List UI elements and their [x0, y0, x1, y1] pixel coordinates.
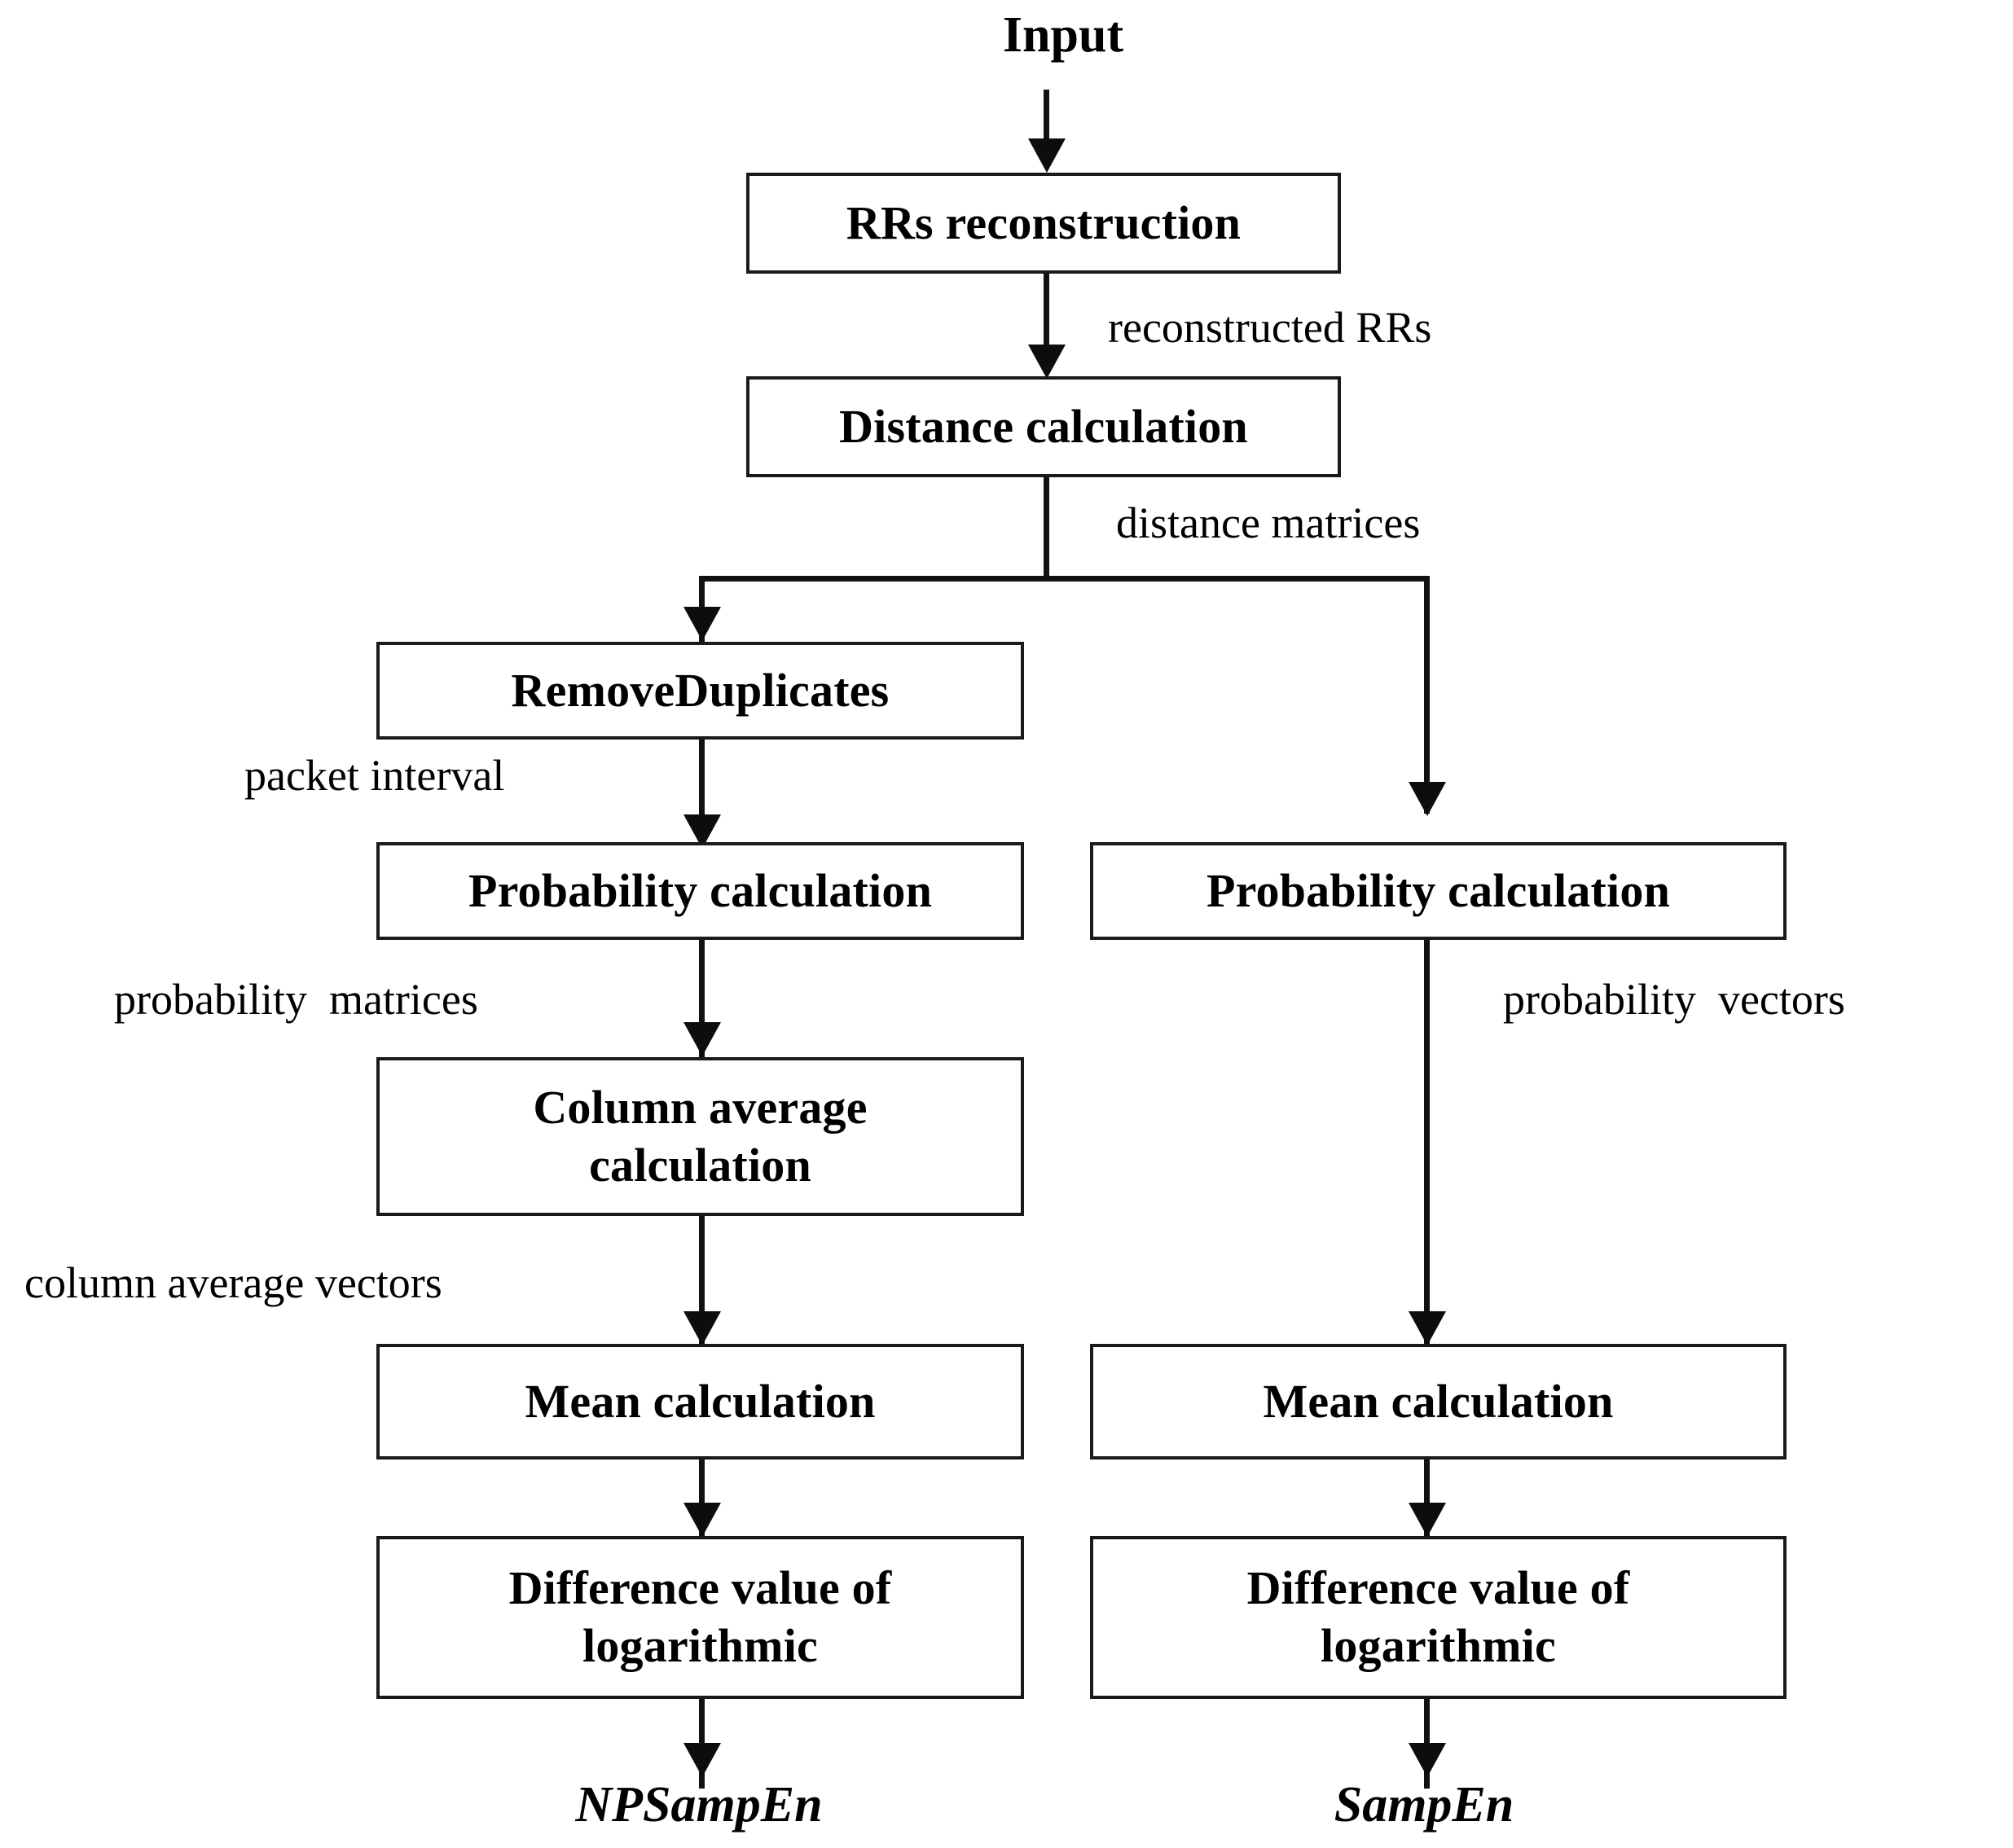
node-mean-calculation-left[interactable]: Mean calculation: [376, 1344, 1024, 1460]
node-difference-value-right[interactable]: Difference value of logarithmic: [1090, 1536, 1787, 1699]
node-label: RemoveDuplicates: [511, 663, 890, 717]
arrowhead-difference-left-to-npsampen: [683, 1743, 721, 1777]
terminal-input: Input: [1002, 7, 1124, 63]
edge-label-probability-matrices: probability matrices: [114, 975, 478, 1024]
edge-label-column-average-vectors: column average vectors: [24, 1258, 442, 1307]
arrowhead-input-to-rrs: [1028, 138, 1066, 173]
node-column-average-calculation[interactable]: Column average calculation: [376, 1057, 1024, 1216]
connector-mean-left-to-difference-left: [699, 1460, 705, 1539]
arrowhead-mean-right-to-difference-right: [1409, 1503, 1446, 1537]
arrowhead-difference-right-to-sampen: [1409, 1743, 1446, 1777]
node-probability-calculation-right[interactable]: Probability calculation: [1090, 842, 1787, 940]
arrowhead-mean-left-to-difference-left: [683, 1503, 721, 1537]
connector-rrs-to-distance: [1044, 274, 1049, 371]
arrowhead-column-average-to-mean-left: [683, 1311, 721, 1345]
connector-distance-to-bus: [1044, 477, 1049, 582]
node-distance-calculation[interactable]: Distance calculation: [746, 376, 1341, 477]
node-difference-value-left[interactable]: Difference value of logarithmic: [376, 1536, 1024, 1699]
edge-label-probability-vectors: probability vectors: [1503, 975, 1845, 1024]
node-label: Mean calculation: [525, 1374, 876, 1428]
connector-branch-bus: [699, 576, 1430, 582]
node-label: Difference value of logarithmic: [1246, 1561, 1630, 1672]
node-probability-calculation-left[interactable]: Probability calculation: [376, 842, 1024, 940]
node-label: Mean calculation: [1263, 1374, 1614, 1428]
terminal-sampen: SampEn: [1334, 1777, 1514, 1833]
node-label: Column average calculation: [533, 1080, 868, 1192]
connector-removeduplicates-to-probability: [699, 740, 705, 845]
edge-label-distance-matrices: distance matrices: [1116, 498, 1421, 547]
edge-label-packet-interval: packet interval: [244, 751, 505, 800]
arrowhead-bus-to-removeduplicates: [683, 607, 721, 641]
node-label: Difference value of logarithmic: [508, 1561, 892, 1672]
connector-mean-right-to-difference-right: [1424, 1460, 1430, 1539]
node-label: RRs reconstruction: [846, 195, 1242, 249]
node-label: Probability calculation: [468, 863, 933, 917]
node-rrs-reconstruction[interactable]: RRs reconstruction: [746, 173, 1341, 274]
node-label: Distance calculation: [839, 399, 1248, 453]
connector-probability-right-to-mean-right: [1424, 940, 1430, 1347]
connector-input-to-rrs: [1044, 90, 1049, 167]
arrowhead-bus-to-probability-right: [1409, 782, 1446, 816]
arrowhead-probability-right-to-mean-right: [1409, 1311, 1446, 1345]
connector-bus-to-probability-right: [1424, 576, 1430, 814]
node-label: Probability calculation: [1206, 863, 1671, 917]
arrowhead-probability-to-column-average: [683, 1022, 721, 1056]
connector-probability-to-column-average: [699, 940, 705, 1058]
terminal-npsampen: NPSampEn: [575, 1777, 823, 1833]
arrowhead-rrs-to-distance: [1028, 345, 1066, 379]
node-mean-calculation-right[interactable]: Mean calculation: [1090, 1344, 1787, 1460]
edge-label-reconstructed-rrs: reconstructed RRs: [1108, 303, 1432, 352]
node-remove-duplicates[interactable]: RemoveDuplicates: [376, 642, 1024, 740]
connector-column-average-to-mean-left: [699, 1216, 705, 1348]
